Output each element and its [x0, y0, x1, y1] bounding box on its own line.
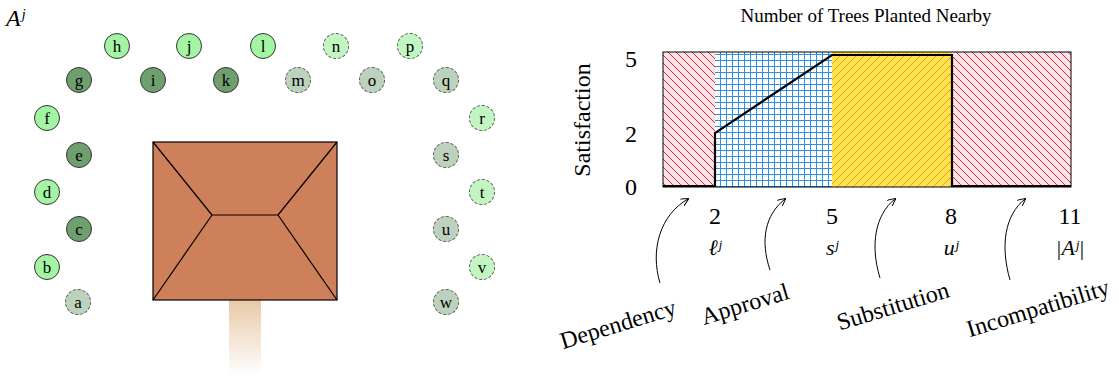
tree-circle: r: [469, 105, 495, 131]
category-label: Approval: [698, 279, 792, 328]
tick-label: 11: [1058, 204, 1081, 228]
tree-circle: s: [433, 142, 459, 168]
tick-label: 2: [625, 122, 637, 146]
threshold-symbol: ℓʲ: [709, 237, 722, 259]
tree-letter: e: [75, 147, 83, 164]
threshold-symbol: uʲ: [944, 237, 959, 259]
tree-circle: k: [213, 67, 239, 93]
category-label: Dependency: [557, 295, 679, 353]
tree-letter: q: [442, 72, 451, 89]
tree-circle: g: [66, 67, 92, 93]
tree-letter: v: [478, 259, 487, 276]
tree-circle: d: [34, 179, 60, 205]
tree-circle: a: [65, 289, 91, 315]
tree-letter: w: [440, 294, 452, 311]
tree-letter: j: [187, 38, 192, 55]
tree-circle: j: [176, 33, 202, 59]
tree-letter: n: [332, 38, 341, 55]
tree-letter: m: [291, 72, 304, 89]
tree-circle: m: [285, 67, 311, 93]
tree-letter: k: [222, 72, 231, 89]
tree-circle: q: [433, 67, 459, 93]
tree-letter: t: [480, 184, 485, 201]
tree-letter: r: [479, 110, 485, 127]
tree-region: Aʲ b c d e f g h i j k l: [0, 0, 330, 300]
threshold-symbol: |Aʲ|: [1055, 237, 1084, 259]
tree-letter: i: [151, 72, 156, 89]
tree-circle: p: [397, 33, 423, 59]
axis-title: Satisfaction: [570, 63, 594, 176]
tree-letter: a: [74, 294, 82, 311]
tree-circle: u: [433, 216, 459, 242]
tree-letter: f: [44, 110, 50, 127]
tree-circle: v: [469, 254, 495, 280]
category-label: Substitution: [834, 278, 952, 335]
tree-circle: f: [34, 105, 60, 131]
tree-letter: c: [75, 221, 83, 238]
tree-circle: l: [250, 33, 276, 59]
tree-letter: s: [443, 147, 450, 164]
tree-circle: b: [34, 254, 60, 280]
tree-circle: c: [66, 216, 92, 242]
category-label: Incompatibility: [964, 275, 1113, 341]
tree-letter: u: [442, 221, 451, 238]
tree-letter: b: [43, 259, 52, 276]
tree-circle: w: [433, 289, 459, 315]
tick-label: 0: [625, 175, 637, 199]
chart-title: Number of Trees Planted Nearby: [740, 6, 991, 25]
tree-letter: o: [368, 72, 377, 89]
tree-letter: h: [113, 38, 122, 55]
tree-letter: d: [43, 184, 52, 201]
tick-label: 5: [625, 47, 637, 71]
tree-letter: l: [261, 38, 266, 55]
tree-circle: e: [66, 142, 92, 168]
tree-letter: p: [406, 38, 415, 55]
tick-label: 8: [945, 204, 957, 228]
tree-circle: h: [104, 33, 130, 59]
tree-circle: n: [323, 33, 349, 59]
tree-circle: t: [469, 179, 495, 205]
tick-label: 2: [709, 204, 721, 228]
threshold-symbol: sʲ: [826, 237, 838, 259]
tree-letter: g: [75, 72, 84, 89]
tick-label: 5: [826, 204, 838, 228]
tree-circle: i: [140, 67, 166, 93]
region-label: Aʲ: [6, 6, 25, 30]
tree-circle: o: [359, 67, 385, 93]
